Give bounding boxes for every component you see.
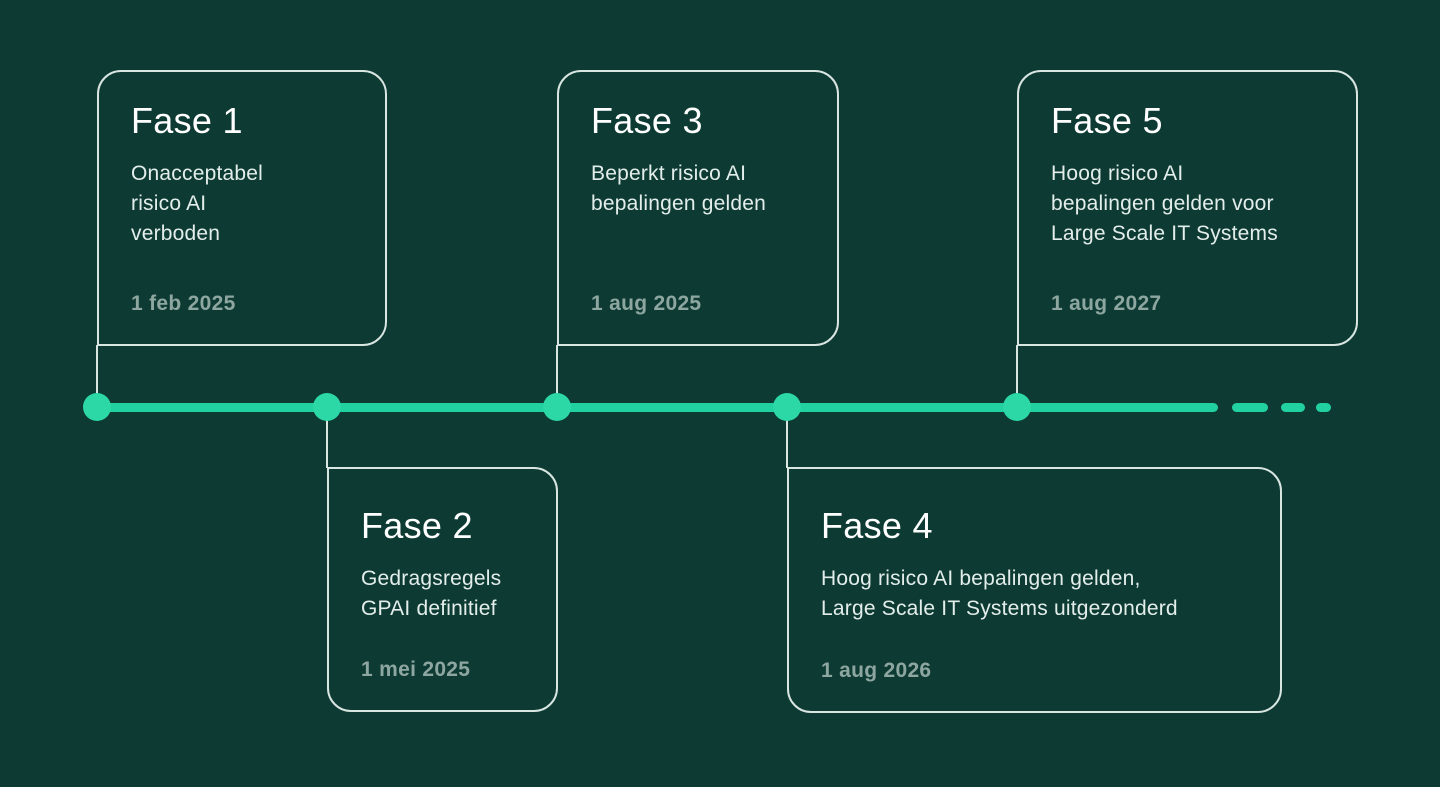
phase-date: 1 aug 2027: [1051, 292, 1162, 315]
timeline-dot-fase-4: [773, 393, 801, 421]
timeline-dot-fase-1: [83, 393, 111, 421]
phase-date: 1 aug 2025: [591, 292, 702, 315]
phase-date: 1 feb 2025: [131, 292, 236, 315]
connector-line-fase-5: [1016, 345, 1018, 407]
timeline-dot-fase-2: [313, 393, 341, 421]
timeline-line: [97, 403, 1218, 412]
connector-line-fase-2: [326, 407, 328, 468]
timeline-dash: [1316, 403, 1331, 412]
phase-title: Fase 1: [131, 100, 243, 141]
phase-title: Fase 4: [821, 505, 933, 546]
phase-title: Fase 5: [1051, 100, 1163, 141]
connector-line-fase-4: [786, 407, 788, 468]
phase-card-fase-4: Fase 4 Hoog risico AI bepalingen gelden,…: [787, 467, 1282, 713]
phase-description: Onacceptabel risico AI verboden: [131, 162, 263, 246]
phase-date: 1 aug 2026: [821, 659, 932, 682]
phase-description: Hoog risico AI bepalingen gelden, Large …: [821, 567, 1178, 621]
phase-date: 1 mei 2025: [361, 658, 471, 681]
phase-title: Fase 3: [591, 100, 703, 141]
connector-line-fase-1: [96, 345, 98, 407]
timeline-dash: [1281, 403, 1305, 412]
phase-description: Hoog risico AI bepalingen gelden voor La…: [1051, 162, 1278, 246]
phase-description: Beperkt risico AI bepalingen gelden: [591, 162, 767, 216]
timeline-dot-fase-5: [1003, 393, 1031, 421]
timeline-dot-fase-3: [543, 393, 571, 421]
phase-card-fase-5: Fase 5 Hoog risico AI bepalingen gelden …: [1017, 70, 1358, 346]
phase-card-fase-2: Fase 2 Gedragsregels GPAI definitief 1 m…: [327, 467, 558, 712]
phase-description: Gedragsregels GPAI definitief: [361, 567, 502, 621]
phase-card-fase-1: Fase 1 Onacceptabel risico AI verboden 1…: [97, 70, 387, 346]
timeline-dash: [1232, 403, 1268, 412]
phase-card-fase-3: Fase 3 Beperkt risico AI bepalingen geld…: [557, 70, 839, 346]
phase-title: Fase 2: [361, 505, 473, 546]
connector-line-fase-3: [556, 345, 558, 407]
